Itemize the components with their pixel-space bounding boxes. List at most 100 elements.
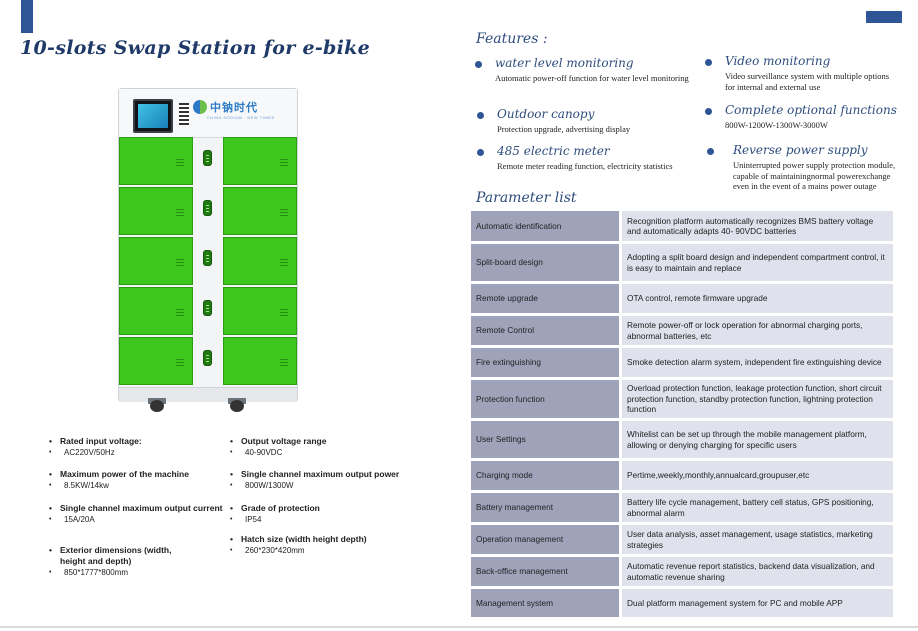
spec-value: 15A/20A (60, 514, 230, 525)
param-name: Fire extinguishing (471, 348, 619, 377)
feature-title: water level monitoring (495, 56, 634, 70)
slot-lock-icon (204, 301, 211, 315)
touch-screen (133, 99, 173, 133)
spec-item: Hatch size (width height depth) 260*230*… (241, 534, 411, 556)
table-row: Split-board design Adopting a split boar… (471, 244, 893, 281)
table-row: Back-office management Automatic revenue… (471, 557, 893, 586)
slot-door (119, 137, 193, 185)
spec-item: Rated input voltage: AC220V/50Hz (60, 436, 230, 458)
param-name: Remote Control (471, 316, 619, 345)
param-name: Back-office management (471, 557, 619, 586)
feature-item: water level monitoring Automatic power-o… (475, 56, 705, 84)
slot-door (119, 187, 193, 235)
feature-desc: 800W-1200W-1300W-3000W (725, 120, 828, 130)
param-desc: Smoke detection alarm system, independen… (619, 348, 893, 377)
brand-subtitle: CHINA SODIUM · NEW TIMES (207, 115, 275, 120)
table-row: Operation management User data analysis,… (471, 525, 893, 554)
bottom-divider (0, 626, 918, 628)
table-row: Management system Dual platform manageme… (471, 589, 893, 617)
slot-lock-icon (204, 151, 211, 165)
slot-door (223, 187, 297, 235)
spec-value: 8.5KW/14kw (60, 480, 230, 491)
feature-desc: Uninterrupted power supply protection mo… (733, 160, 896, 191)
bullet-icon (477, 149, 484, 156)
param-desc: Overload protection function, leakage pr… (619, 380, 893, 418)
caster-wheel-icon (150, 400, 164, 412)
slot-door (223, 137, 297, 185)
slot-door (119, 237, 193, 285)
swap-station-image: 中钠时代 CHINA SODIUM · NEW TIMES (118, 88, 298, 402)
param-desc: Adopting a split board design and indepe… (619, 244, 893, 281)
cabinet-header-panel: 中钠时代 CHINA SODIUM · NEW TIMES (119, 89, 297, 138)
param-desc: OTA control, remote firmware upgrade (619, 284, 893, 313)
spec-item: Single channel maximum output current 15… (60, 503, 230, 525)
param-name: Remote upgrade (471, 284, 619, 313)
spec-label: Output voltage range (241, 436, 411, 447)
feature-item: Outdoor canopy Protection upgrade, adver… (477, 107, 697, 135)
table-row: Fire extinguishing Smoke detection alarm… (471, 348, 893, 377)
param-desc: Battery life cycle management, battery c… (619, 493, 893, 522)
param-name: Management system (471, 589, 619, 617)
spec-label: Rated input voltage: (60, 436, 230, 447)
brand-logo-icon (193, 100, 207, 114)
param-desc: Recognition platform automatically recog… (619, 211, 893, 241)
bullet-icon (705, 108, 712, 115)
corner-accent-bar (866, 11, 902, 23)
page-title: 10-slots Swap Station for e-bike (20, 37, 370, 59)
spec-label: Hatch size (width height depth) (241, 534, 411, 545)
param-name: Charging mode (471, 461, 619, 490)
feature-item: Video monitoring Video surveillance syst… (705, 54, 895, 92)
bullet-icon (475, 61, 482, 68)
param-desc: User data analysis, asset management, us… (619, 525, 893, 554)
table-row: Automatic identification Recognition pla… (471, 211, 893, 241)
feature-desc: Video surveillance system with multiple … (725, 71, 890, 92)
spec-item: Exterior dimensions (width, height and d… (60, 545, 190, 578)
param-name: Protection function (471, 380, 619, 418)
spec-value: 800W/1300W (241, 480, 411, 491)
param-name: Battery management (471, 493, 619, 522)
feature-title: Complete optional functions (725, 103, 897, 117)
spec-value: 40-90VDC (241, 447, 411, 458)
bullet-icon (705, 59, 712, 66)
spec-value: AC220V/50Hz (60, 447, 230, 458)
feature-item: 485 electric meter Remote meter reading … (477, 144, 687, 172)
feature-item: Complete optional functions 800W-1200W-1… (705, 103, 900, 131)
feature-desc: Remote meter reading function, electrici… (497, 161, 673, 171)
spec-label: Exterior dimensions (width, height and d… (60, 545, 190, 567)
param-desc: Whitelist can be set up through the mobi… (619, 421, 893, 458)
slot-door (223, 337, 297, 385)
spec-value: IP54 (241, 514, 411, 525)
param-desc: Remote power-off or lock operation for a… (619, 316, 893, 345)
feature-title: 485 electric meter (497, 144, 610, 158)
caster-wheel-icon (230, 400, 244, 412)
features-heading: Features : (476, 31, 548, 47)
spec-label: Maximum power of the machine (60, 469, 230, 480)
table-row: User Settings Whitelist can be set up th… (471, 421, 893, 458)
feature-title: Video monitoring (725, 54, 831, 68)
spec-item: Single channel maximum output power 800W… (241, 469, 411, 491)
slot-door (223, 287, 297, 335)
slot-door (223, 237, 297, 285)
spec-value: 260*230*420mm (241, 545, 411, 556)
param-name: Operation management (471, 525, 619, 554)
table-row: Protection function Overload protection … (471, 380, 893, 418)
feature-title: Outdoor canopy (497, 107, 595, 121)
qr-code (179, 103, 189, 125)
param-name: Automatic identification (471, 211, 619, 241)
feature-desc: Automatic power-off function for water l… (495, 73, 689, 83)
bullet-icon (707, 148, 714, 155)
slot-lock-icon (204, 351, 211, 365)
spec-item: Output voltage range 40-90VDC (241, 436, 411, 458)
param-desc: Pertime,weekly,monthly,annualcard,groupu… (619, 461, 893, 490)
brand-name: 中钠时代 (210, 101, 258, 114)
table-row: Remote upgrade OTA control, remote firmw… (471, 284, 893, 313)
feature-desc: Protection upgrade, advertising display (497, 124, 631, 134)
slot-door (119, 337, 193, 385)
header-accent-bar (21, 0, 33, 33)
spec-label: Single channel maximum output power (241, 469, 411, 480)
slot-door (119, 287, 193, 335)
param-name: User Settings (471, 421, 619, 458)
spec-label: Grade of protection (241, 503, 411, 514)
spec-value: 850*1777*800mm (60, 567, 190, 578)
table-row: Charging mode Pertime,weekly,monthly,ann… (471, 461, 893, 490)
